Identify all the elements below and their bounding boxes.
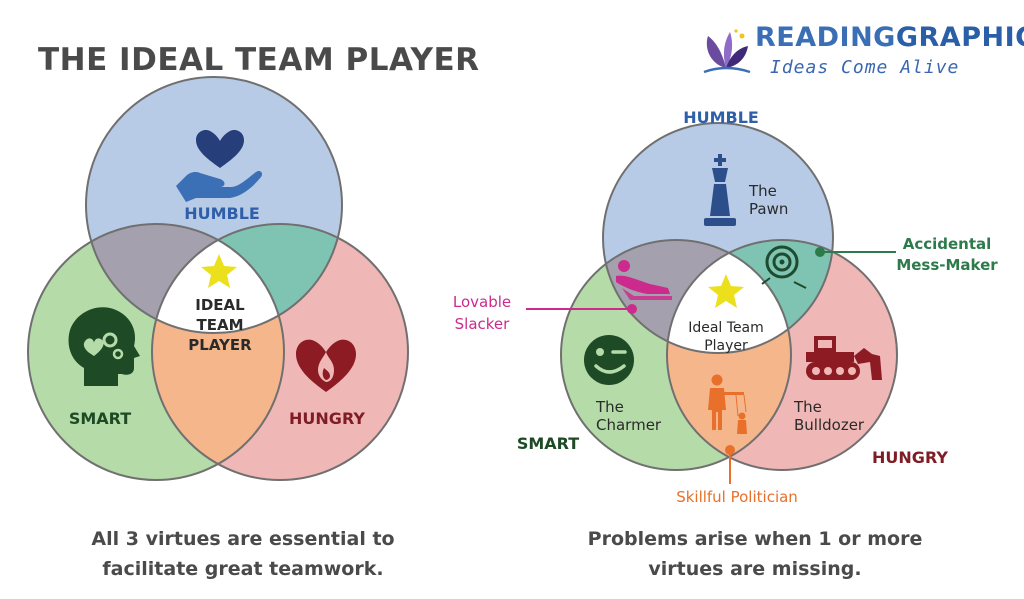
left-caption-line-1: All 3 virtues are essential to [91,528,395,550]
puppeteer-icon [708,374,747,434]
brand-name-part2: GRAPHICS [895,22,1024,53]
left-center-region [152,224,284,333]
brand-name: READINGGRAPHICS [755,22,1024,53]
charmer-line-2: Charmer [596,416,662,434]
politician-label: Skillful Politician [676,488,798,506]
target-icon [761,245,807,289]
lounging-person-icon [616,260,672,300]
head-gears-icon [68,307,140,386]
right-hungry-label: HUNGRY [872,448,948,467]
brand-name-part1: READING [755,22,896,53]
right-caption-line-1: Problems arise when 1 or more [587,528,923,550]
heart-hand-icon [176,130,263,202]
slacker-line-1: Lovable [453,293,511,311]
left-center-line-3: PLAYER [188,336,252,354]
charmer-line-1: The [595,398,624,416]
pawn-line-1: The [748,182,777,200]
accidental-line-2: Mess-Maker [896,256,998,274]
left-smart-label: SMART [69,409,131,428]
right-center-line-2: Player [704,338,748,354]
winking-face-icon [584,335,634,385]
pawn-line-2: Pawn [749,200,788,218]
left-humble-label: HUMBLE [184,204,260,223]
left-center-line-1: IDEAL [195,296,245,314]
right-venn-diagram: HUMBLE SMART HUNGRY The Pawn Accidental … [453,108,998,506]
left-hungry-label: HUNGRY [289,409,365,428]
right-caption-line-2: virtues are missing. [648,558,862,580]
left-venn-diagram: HUMBLE SMART HUNGRY IDEAL TEAM PLAYER [27,76,409,481]
bulldozer-line-1: The [793,398,822,416]
page-title: THE IDEAL TEAM PLAYER [38,42,480,78]
left-caption-line-2: facilitate great teamwork. [102,558,384,580]
bulldozer-icon [806,336,882,380]
right-humble-label: HUMBLE [683,108,759,127]
right-star-icon [708,274,744,308]
left-caption: All 3 virtues are essential to facilitat… [58,524,428,584]
right-smart-label: SMART [517,434,579,453]
accidental-line-1: Accidental [903,235,992,253]
slacker-line-2: Slacker [455,315,511,333]
heart-flame-icon [296,339,356,392]
chess-piece-icon [704,154,736,226]
left-center-line-2: TEAM [196,316,243,334]
right-center-line-1: Ideal Team [688,320,764,336]
bulldozer-line-2: Bulldozer [794,416,865,434]
left-star-icon [201,254,237,288]
brand-tagline: Ideas Come Alive [770,57,960,78]
right-caption: Problems arise when 1 or more virtues ar… [560,524,950,584]
brand-logo-icon [703,29,751,74]
